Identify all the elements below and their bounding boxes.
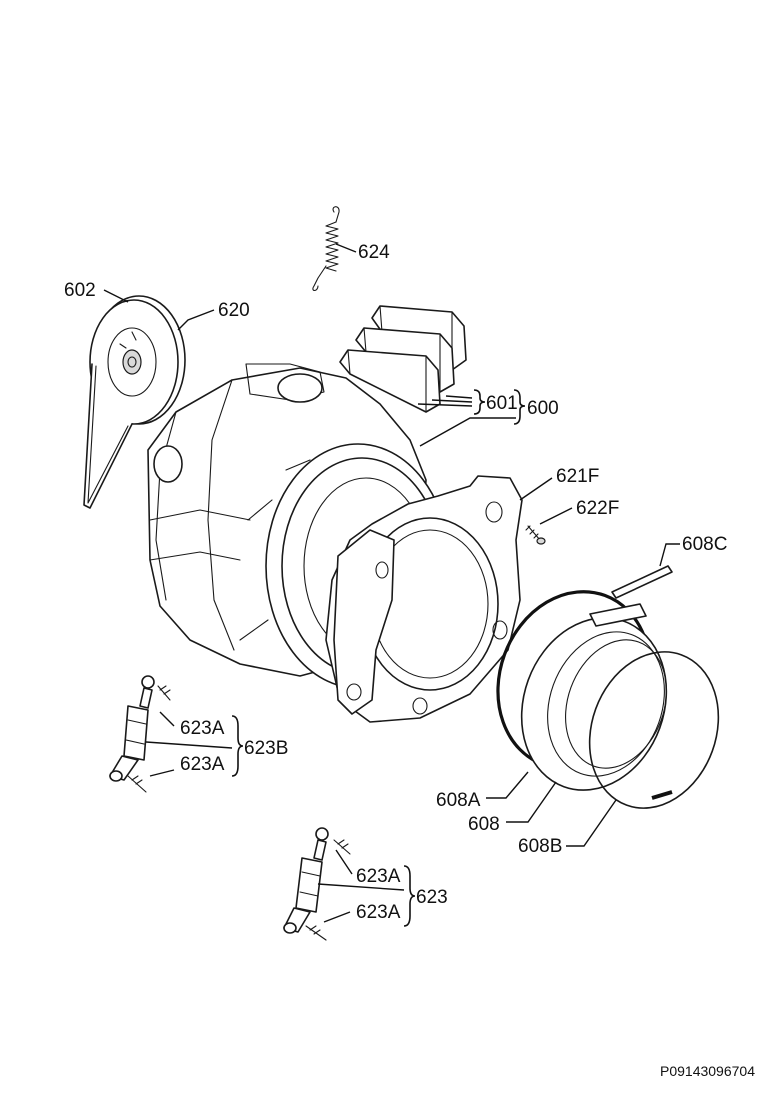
part-labels: 624 602 620 601 600 621F 622F 608C 623A …	[64, 242, 727, 923]
label-623: 623	[416, 887, 448, 908]
clamp-ring-608B-part	[588, 651, 720, 809]
label-620: 620	[218, 300, 250, 321]
label-608C: 608C	[682, 534, 727, 555]
label-621F: 621F	[556, 466, 599, 487]
belt-620-part	[83, 363, 133, 509]
screw-622F-part	[525, 525, 546, 545]
label-623A-upper-left: 623A	[180, 718, 225, 739]
pulley-602-part	[89, 295, 186, 425]
label-623A-lower-left: 623A	[180, 754, 225, 775]
leader-lines	[103, 243, 680, 923]
braces	[231, 389, 526, 927]
label-624: 624	[358, 242, 390, 263]
spring-624-part	[312, 206, 340, 292]
paddles-601-part	[339, 305, 467, 413]
label-601: 601	[486, 393, 518, 414]
label-608B: 608B	[518, 836, 562, 857]
label-622F: 622F	[576, 498, 619, 519]
label-623B: 623B	[244, 738, 288, 759]
front-frame-621F-part	[325, 475, 523, 723]
shock-absorber-623B-part	[109, 675, 171, 793]
drawing-code: P09143096704	[660, 1063, 755, 1079]
label-623A-upper-center: 623A	[356, 866, 401, 887]
label-608: 608	[468, 814, 500, 835]
label-600: 600	[527, 398, 559, 419]
label-623A-lower-center: 623A	[356, 902, 401, 923]
shock-absorber-623-part	[283, 827, 351, 941]
door-seal-608-part	[520, 603, 668, 791]
clip-608C-part	[611, 565, 673, 599]
label-608A: 608A	[436, 790, 481, 811]
label-602: 602	[64, 280, 96, 301]
